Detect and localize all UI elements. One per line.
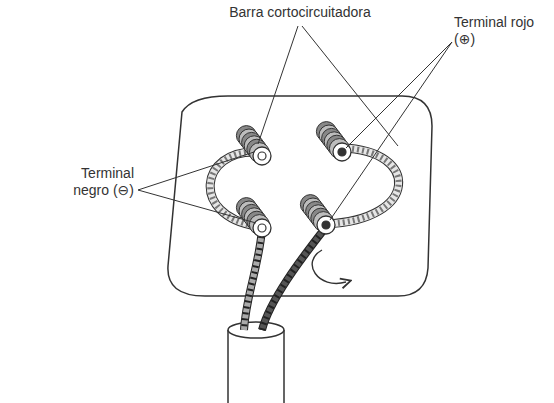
speaker-wires [244,227,326,330]
speaker-cable [228,322,284,403]
part-label: Terminal negro (⊖) [52,165,134,199]
shorting-bars [210,148,398,226]
binding-posts [236,122,351,237]
part-label: Terminal rojo (⊕) [454,14,548,48]
leader-lines [138,26,452,223]
part-label: Barra cortocircuitadora [195,4,405,21]
rotation-arrow [312,250,346,283]
